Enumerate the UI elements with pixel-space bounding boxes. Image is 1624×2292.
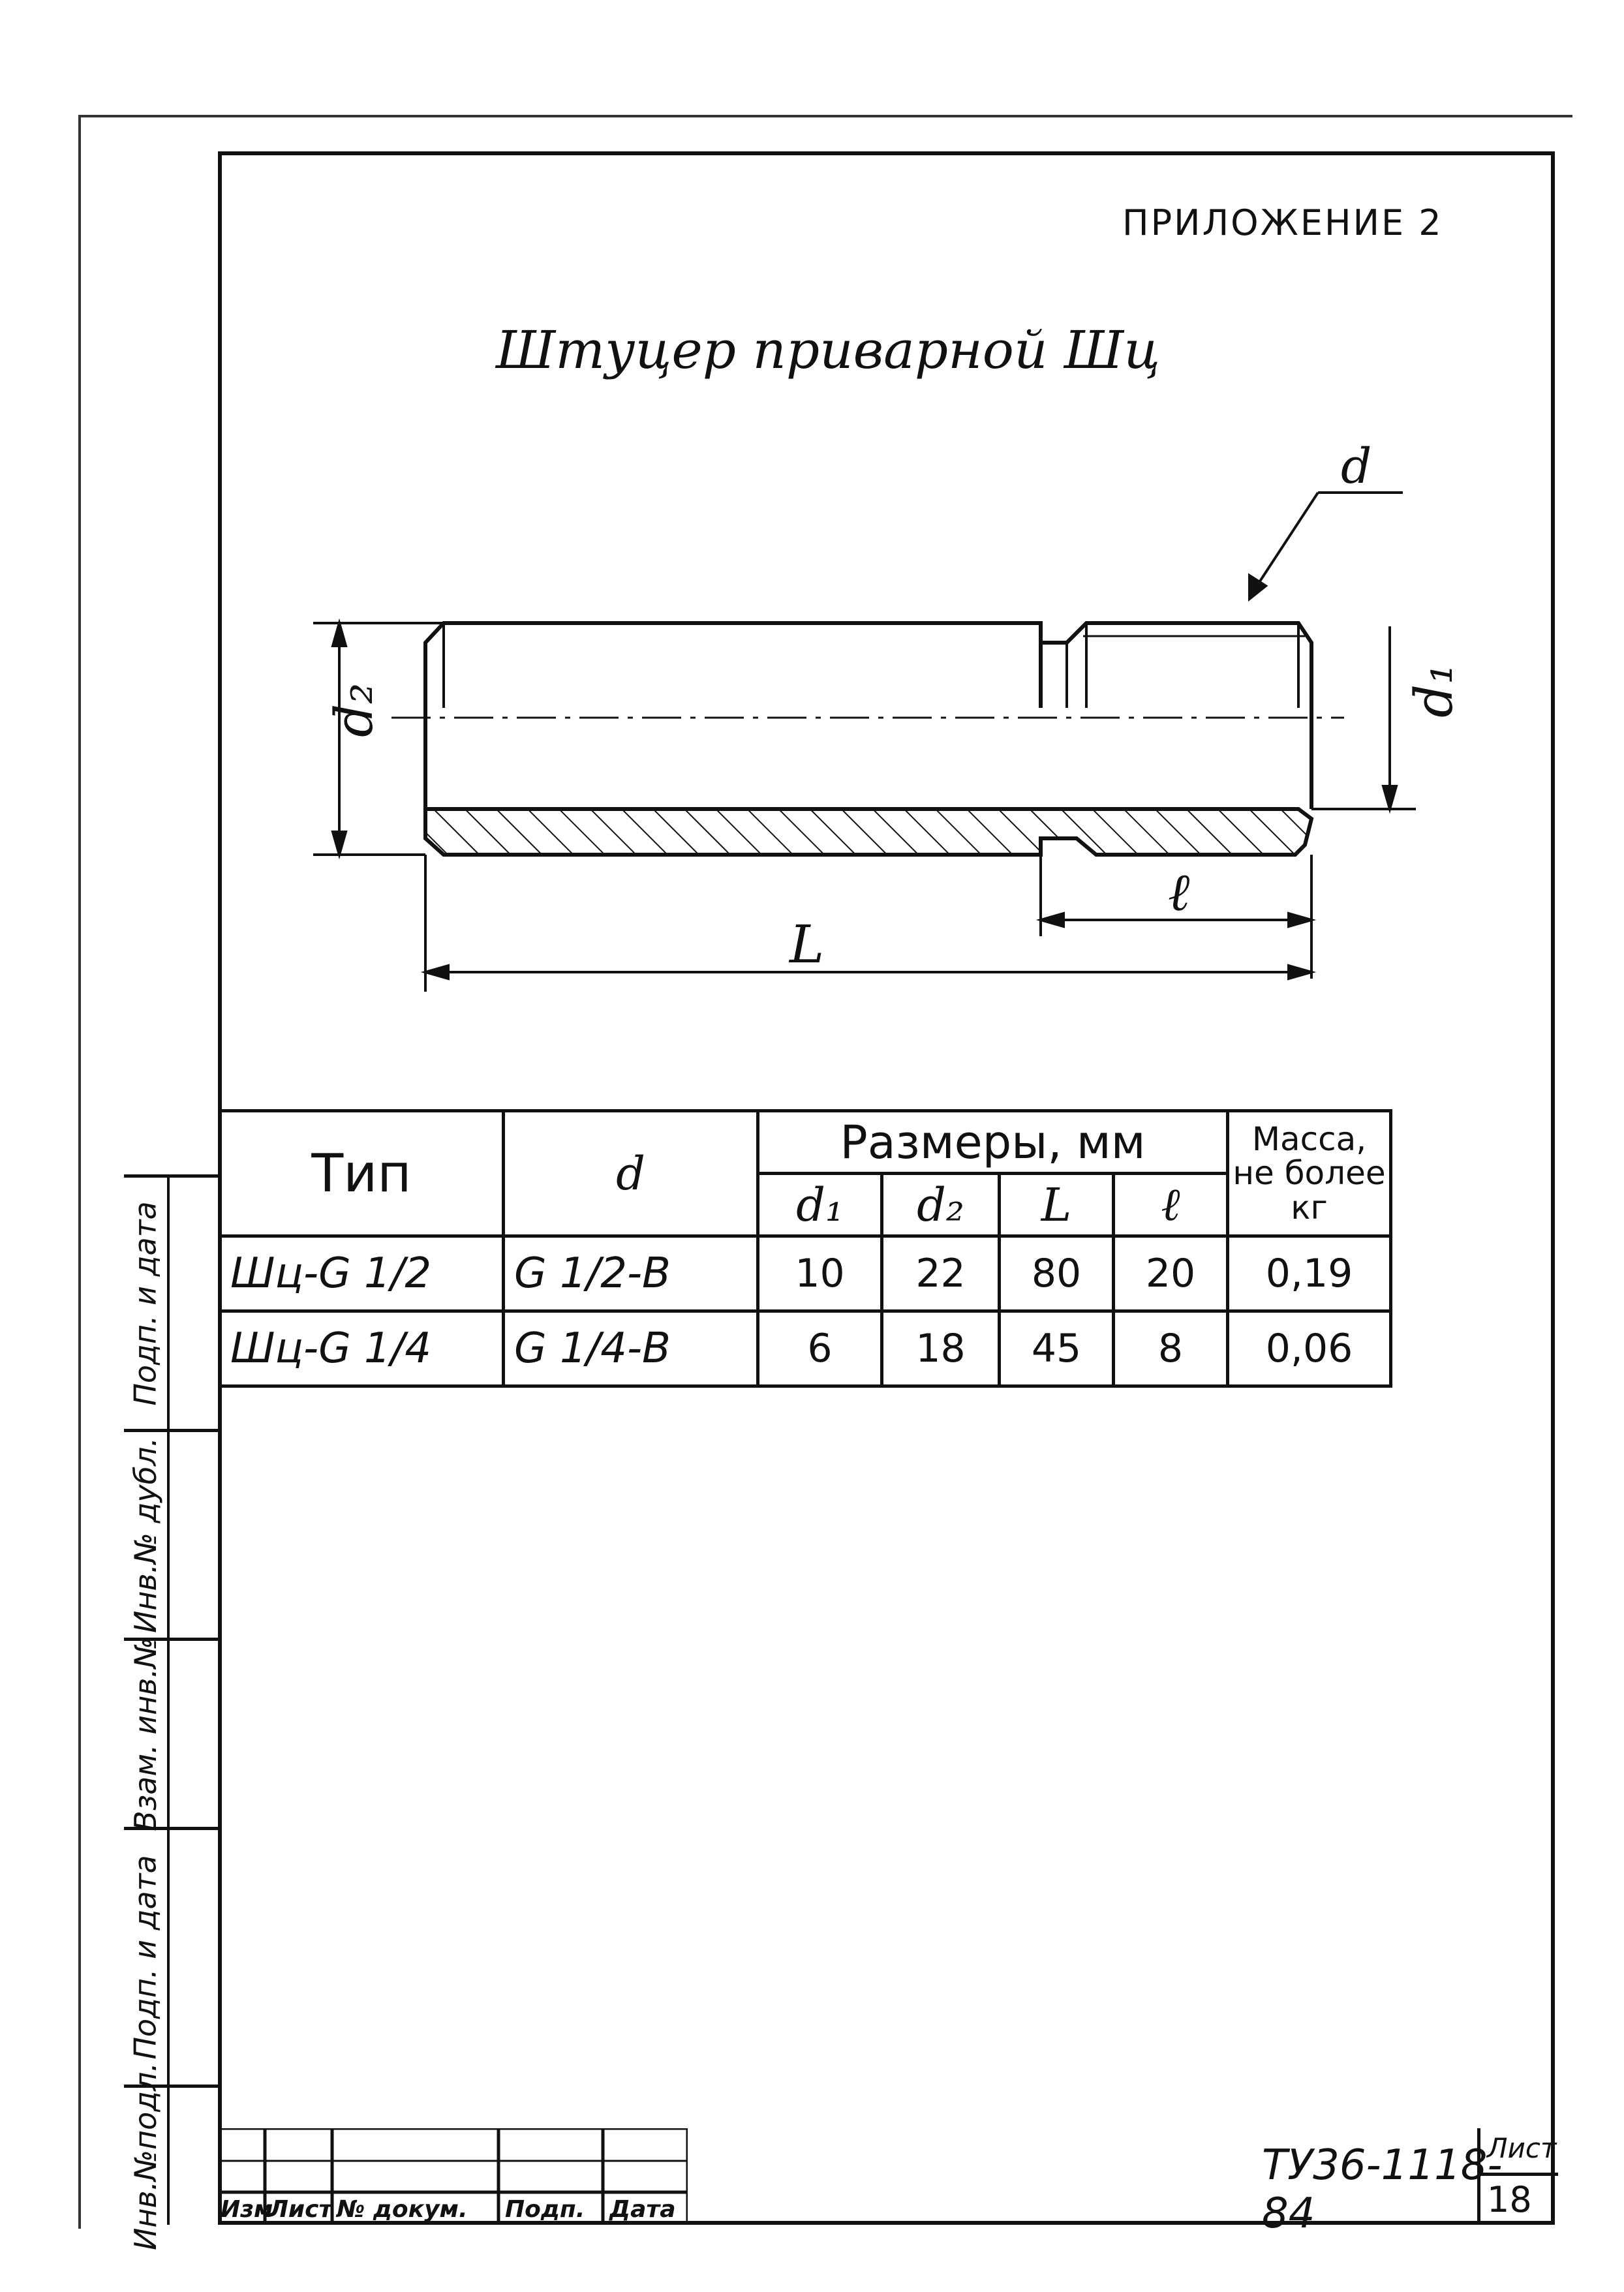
cell-type: Шц-G 1/4 [218, 1309, 505, 1388]
spec-table: Тип d Размеры, мм Масса, не более кг d₁ … [218, 1109, 1392, 1388]
fitting-drawing: d d₂ d₁ ℓ L [313, 438, 1464, 992]
cell-mass: 0,19 [1226, 1234, 1392, 1313]
header-d2: d₂ [880, 1172, 1001, 1238]
sheet-box: Лист 18 [1477, 2128, 1558, 2225]
cell-L: 80 [998, 1234, 1115, 1313]
cell-L: 45 [998, 1309, 1115, 1388]
stamp-col-doc: № докум. [337, 2196, 468, 2223]
cell-d1: 10 [756, 1234, 883, 1313]
revision-grid [218, 2128, 688, 2225]
binding-label: Взам. инв.№ [128, 1636, 164, 1831]
dimension-d2 [313, 618, 444, 860]
label-d: d [1341, 438, 1371, 495]
binding-label: Подп. и дата [128, 1200, 164, 1406]
header-mass: Масса, не более кг [1226, 1109, 1392, 1238]
appendix-label: ПРИЛОЖЕНИЕ 2 [1122, 202, 1443, 243]
binding-cell: Инв.№подл. [124, 2062, 218, 2250]
hatched-wall-section [423, 807, 1314, 857]
binding-cell: Взам. инв.№ [124, 1637, 218, 1831]
outer-border-left [78, 115, 81, 2229]
binding-cell: Подп. и дата [124, 1174, 218, 1429]
label-L: L [788, 914, 824, 975]
header-dimensions: Размеры, мм [756, 1109, 1229, 1175]
stamp-col-izm: Изм [221, 2196, 273, 2223]
header-L: L [998, 1172, 1115, 1238]
dimension-L [420, 855, 1317, 992]
cell-d: G 1/2-B [502, 1234, 759, 1313]
cell-l: 20 [1112, 1234, 1229, 1313]
document-code: ТУ36-1118-84 [1262, 2141, 1503, 2238]
table-row: Шц-G 1/4 G 1/4-B 6 18 45 8 0,06 [218, 1309, 1392, 1388]
sheet-number: 18 [1487, 2179, 1532, 2220]
page-title: Штуцер приварной Шц [496, 320, 1161, 380]
header-d1: d₁ [756, 1172, 883, 1238]
cell-type: Шц-G 1/2 [218, 1234, 505, 1313]
cell-d: G 1/4-B [502, 1309, 759, 1388]
outer-border-top [78, 115, 1572, 117]
header-type: Тип [218, 1109, 505, 1238]
cell-mass: 0,06 [1226, 1309, 1392, 1388]
binding-label: Инв.№ дубл. [128, 1437, 164, 1633]
header-l: ℓ [1112, 1172, 1229, 1238]
stamp-col-date: Дата [609, 2196, 676, 2223]
binding-label: Подп. и дата [128, 1855, 164, 2060]
fitting-outline [423, 621, 1313, 809]
table-row: Шц-G 1/2 G 1/2-B 10 22 80 20 0,19 [218, 1234, 1392, 1313]
cell-d1: 6 [756, 1309, 883, 1388]
stamp-col-sign: Подп. [505, 2196, 585, 2223]
dimension-l [1035, 855, 1317, 979]
stamp-col-list: Лист [269, 2196, 333, 2223]
binding-cell: Инв.№ дубл. [124, 1429, 218, 1638]
leader-d [1248, 491, 1403, 602]
binding-label: Инв.№подл. [128, 2062, 164, 2251]
dimension-d1 [1311, 626, 1416, 814]
binding-cell: Подп. и дата [124, 1827, 218, 2085]
cell-d2: 22 [880, 1234, 1001, 1313]
binding-strip: Подп. и дата Инв.№ дубл. Взам. инв.№ Под… [124, 1174, 218, 2250]
title-block: Изм Лист № докум. Подп. Дата ТУ36-1118-8… [218, 2128, 1558, 2238]
sheet-label: Лист [1487, 2132, 1557, 2164]
cell-d2: 18 [880, 1309, 1001, 1388]
cell-l: 8 [1112, 1309, 1229, 1388]
label-d2: d₂ [324, 683, 384, 737]
label-d1: d₁ [1403, 664, 1464, 718]
label-l: ℓ [1168, 862, 1189, 923]
header-d: d [502, 1109, 759, 1238]
